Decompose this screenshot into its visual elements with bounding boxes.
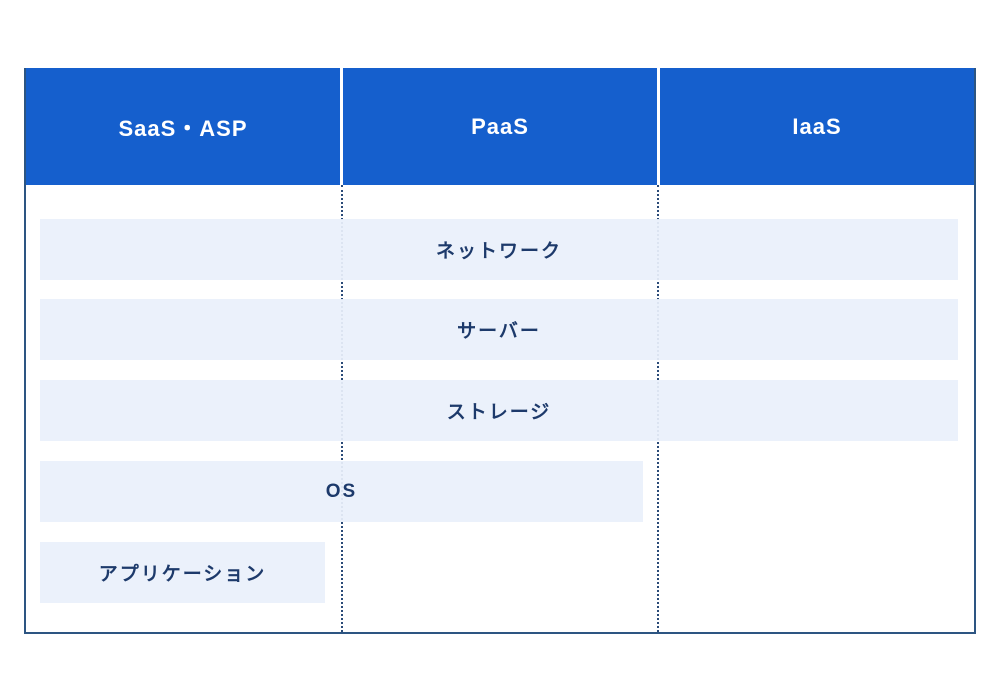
- header-cell-saas-asp: SaaS・ASP: [118, 115, 248, 141]
- layer-label-network: ネットワーク: [435, 241, 562, 262]
- header-cell-iaas: IaaS: [657, 68, 974, 185]
- service-comparison-table: SaaS・ASP PaaS IaaS ネットワーク サーバー ストレージ OS …: [24, 68, 976, 634]
- table-header-row: SaaS・ASP PaaS IaaS: [26, 68, 974, 185]
- layer-bar-server: サーバー: [40, 299, 958, 360]
- layer-label-server: サーバー: [457, 321, 541, 342]
- layer-label-application: アプリケーション: [98, 564, 267, 585]
- layer-label-os: OS: [325, 480, 358, 502]
- layer-bar-storage: ストレージ: [40, 380, 958, 441]
- layer-bar-network: ネットワーク: [40, 219, 958, 280]
- header-cell-paas: PaaS: [340, 68, 657, 185]
- table-body: ネットワーク サーバー ストレージ OS アプリケーション: [26, 185, 974, 632]
- layer-bar-os: OS: [40, 461, 643, 522]
- layer-bar-application: アプリケーション: [40, 542, 325, 603]
- layer-label-storage: ストレージ: [446, 402, 552, 423]
